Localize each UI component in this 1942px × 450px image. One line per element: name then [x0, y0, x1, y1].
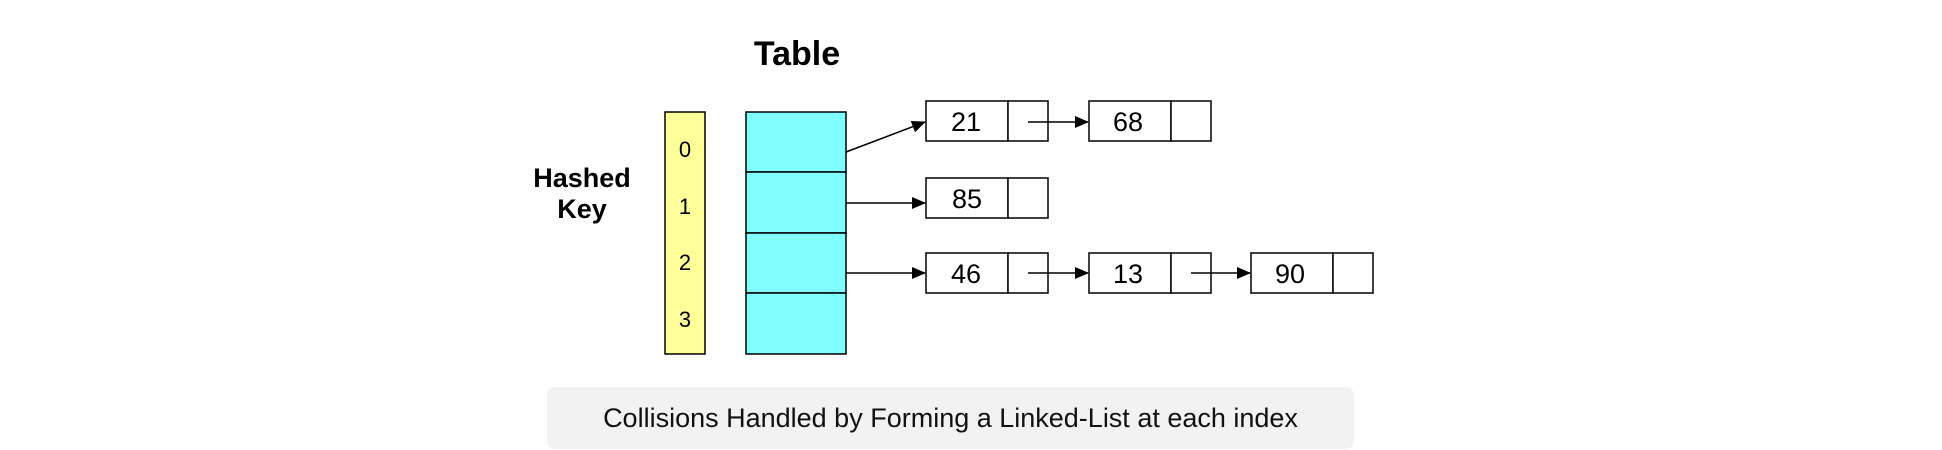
index-column	[664, 111, 706, 355]
node-box	[1250, 252, 1334, 294]
index-label-0: 0	[679, 137, 691, 162]
node-value-68: 68	[1113, 107, 1143, 137]
node-value-46: 46	[951, 259, 981, 289]
index-label-2: 2	[679, 250, 691, 275]
node-value-90: 90	[1275, 259, 1305, 289]
node-pointer-box	[1007, 177, 1049, 219]
hashed-key-label-line1: Hashed	[533, 163, 631, 193]
node-pointer-box	[1332, 252, 1374, 294]
node-pointer-box	[1170, 100, 1212, 142]
bucket-0-arrow	[845, 121, 926, 153]
index-label-1: 1	[679, 194, 691, 219]
node-box	[1088, 100, 1172, 142]
table-bucket-1	[745, 171, 847, 234]
caption-text: Collisions Handled by Forming a Linked-L…	[603, 402, 1298, 433]
hashed-key-label-line2: Key	[557, 194, 607, 224]
node-value-13: 13	[1113, 259, 1143, 289]
index-label-3: 3	[679, 307, 691, 332]
node-value-21: 21	[951, 107, 981, 137]
node-box	[925, 252, 1009, 294]
diagram-title: Table	[754, 35, 840, 73]
table-bucket-2	[745, 232, 847, 294]
node-value-85: 85	[952, 184, 982, 214]
node-box	[925, 177, 1009, 219]
caption-box: Collisions Handled by Forming a Linked-L…	[547, 387, 1354, 449]
table-bucket-0	[745, 111, 847, 173]
table-bucket-3	[745, 292, 847, 355]
node-pointer-box	[1007, 100, 1049, 142]
